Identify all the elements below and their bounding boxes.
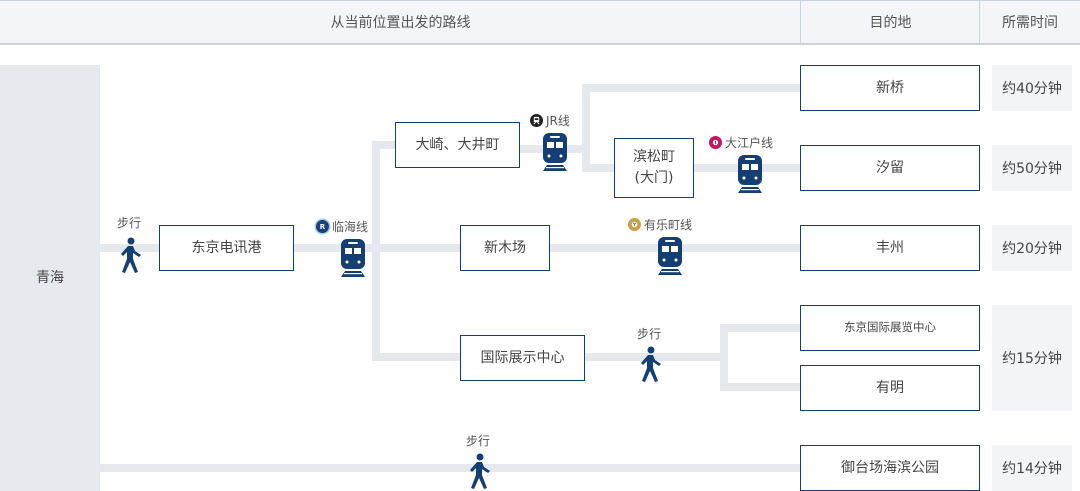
oedo-line-label: 大江户线 xyxy=(709,134,773,151)
yurakucho-line-text: 有乐町线 xyxy=(644,218,693,232)
rinkai-line-badge-icon: R xyxy=(316,220,329,233)
destination-label: 东京国际展览中心 xyxy=(844,320,936,335)
train-icon xyxy=(341,239,365,277)
destination-shimbashi[interactable]: 新桥 xyxy=(800,65,980,111)
station-shinkiba[interactable]: 新木场 xyxy=(460,225,550,271)
destination-label: 有明 xyxy=(876,379,904,396)
time-label: 约40分钟 xyxy=(1002,81,1062,97)
rinkai-line-text: 临海线 xyxy=(332,220,369,234)
origin-label: 青海 xyxy=(36,270,64,286)
time-odaiba-park: 约14分钟 xyxy=(992,445,1072,491)
jr-line-label: JR线 xyxy=(530,112,570,129)
destination-label: 御台场海滨公园 xyxy=(841,459,939,476)
station-label: 新木场 xyxy=(484,239,526,256)
destination-label: 丰州 xyxy=(876,239,904,256)
header-time-label: 所需时间 xyxy=(1002,15,1058,31)
station-label: 滨松町 xyxy=(633,149,675,165)
route-line-walk-vertical xyxy=(720,324,728,391)
time-label: 约50分钟 xyxy=(1002,161,1062,177)
destination-ariake[interactable]: 有明 xyxy=(800,365,980,411)
rinkai-line-label: R 临海线 xyxy=(316,218,368,235)
station-telecom-center[interactable]: 东京电讯港 xyxy=(159,225,294,271)
route-line-to-tokyo-bigsight xyxy=(720,324,802,332)
walk-text: 步行 xyxy=(117,216,142,230)
walk-label-2: 步行 xyxy=(637,325,661,342)
route-line-to-ariake xyxy=(720,383,802,391)
walk-text: 步行 xyxy=(466,434,491,448)
header-destination-label: 目的地 xyxy=(869,15,912,31)
jr-line-text: JR线 xyxy=(546,114,570,128)
station-big-sight[interactable]: 国际展示中心 xyxy=(460,335,585,381)
train-icon xyxy=(543,133,567,171)
header-route: 从当前位置出发的路线 xyxy=(0,0,801,45)
jr-line-badge-icon xyxy=(530,114,543,127)
destination-odaiba-park[interactable]: 御台场海滨公园 xyxy=(800,445,980,491)
route-line-to-odaiba xyxy=(100,464,802,472)
walking-person-icon xyxy=(470,453,490,489)
station-label: 大崎、大井町 xyxy=(415,136,500,153)
route-line-bigsight-walk xyxy=(584,353,726,361)
header-route-label: 从当前位置出发的路线 xyxy=(330,15,471,31)
time-big-sight-ariake: 约15分钟 xyxy=(992,305,1072,411)
time-shimbashi: 约40分钟 xyxy=(992,65,1072,111)
destination-toyosu[interactable]: 丰州 xyxy=(800,225,980,271)
route-line-to-toyosu xyxy=(376,244,802,252)
destination-shiodome[interactable]: 汐留 xyxy=(800,145,980,191)
destination-label: 新桥 xyxy=(876,79,904,96)
route-line-to-osaki xyxy=(372,141,402,149)
destination-tokyo-big-sight[interactable]: 东京国际展览中心 xyxy=(800,305,980,351)
station-sublabel: (大门) xyxy=(634,170,674,186)
walk-label-3: 步行 xyxy=(466,432,490,449)
yurakucho-line-badge-icon xyxy=(628,218,641,231)
station-hamamatsucho[interactable]: 滨松町 (大门) xyxy=(614,138,694,198)
station-label: 国际展示中心 xyxy=(480,349,565,366)
walk-label-1: 步行 xyxy=(117,214,141,231)
header-destination: 目的地 xyxy=(800,0,980,45)
yurakucho-line-label: 有乐町线 xyxy=(628,216,692,233)
station-osaki[interactable]: 大崎、大井町 xyxy=(395,122,520,168)
route-line-to-shimbashi xyxy=(582,84,802,92)
destination-label: 汐留 xyxy=(876,159,904,176)
train-icon xyxy=(738,155,762,193)
time-shiodome: 约50分钟 xyxy=(992,145,1072,191)
origin-panel: 青海 xyxy=(0,65,100,491)
station-label: 东京电讯港 xyxy=(191,239,262,256)
time-label: 约15分钟 xyxy=(1002,351,1062,367)
route-line-to-hamamatsucho xyxy=(582,164,616,172)
route-line-jr-vertical xyxy=(582,84,590,172)
time-label: 约20分钟 xyxy=(1002,241,1062,257)
oedo-line-badge-icon xyxy=(709,136,722,149)
walking-person-icon xyxy=(641,346,661,382)
walking-person-icon xyxy=(121,237,141,273)
time-label: 约14分钟 xyxy=(1002,461,1062,477)
oedo-line-text: 大江户线 xyxy=(725,136,774,150)
route-line-to-bigsight xyxy=(372,353,462,361)
train-icon xyxy=(658,237,682,275)
walk-text: 步行 xyxy=(637,327,662,341)
header-time: 所需时间 xyxy=(979,0,1080,45)
time-toyosu: 约20分钟 xyxy=(992,225,1072,271)
